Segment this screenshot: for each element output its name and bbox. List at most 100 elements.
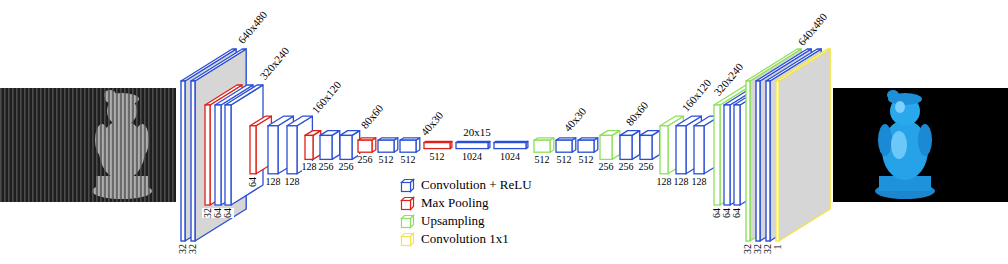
input-image xyxy=(0,88,176,202)
swatch-front xyxy=(402,236,411,245)
resolution-label: 80x60 xyxy=(623,99,650,128)
channel-count: 256 xyxy=(358,154,373,166)
layer-block xyxy=(424,141,452,148)
resolution-label: 80x60 xyxy=(358,102,385,131)
layer-front xyxy=(340,135,352,159)
layer-block xyxy=(534,138,554,152)
channel-count: 1024 xyxy=(500,151,520,163)
legend-text: Max Pooling xyxy=(421,195,489,211)
layer-front xyxy=(205,105,210,205)
layer-front xyxy=(776,81,779,241)
layer-block xyxy=(456,141,490,148)
channel-count: 128 xyxy=(674,176,689,188)
resolution-label: 640x480 xyxy=(235,9,269,46)
channel-count: 128 xyxy=(692,176,707,188)
layer-front xyxy=(746,81,750,241)
layer-front xyxy=(534,140,550,152)
layer-front xyxy=(724,105,730,205)
layer-top xyxy=(287,116,312,126)
layer-front xyxy=(250,126,256,174)
channel-count: 1024 xyxy=(462,151,482,163)
swatch-front xyxy=(402,182,411,191)
legend-text: Convolution + ReLU xyxy=(421,177,532,193)
layer-top xyxy=(620,131,640,136)
layer-top xyxy=(600,131,620,136)
channel-count: 512 xyxy=(401,154,416,166)
layer-side xyxy=(779,49,830,241)
layer-top xyxy=(191,49,246,81)
layer-block xyxy=(776,49,830,241)
layer-front xyxy=(424,143,450,149)
resolution-label: 320x240 xyxy=(257,45,291,82)
legend-text: Upsampling xyxy=(421,213,485,229)
legend-item: Max Pooling xyxy=(400,195,489,211)
layer-front xyxy=(494,143,526,149)
layer-front xyxy=(287,126,297,174)
layer-front xyxy=(556,140,572,152)
resolution-label: 40x30 xyxy=(561,105,588,134)
channel-count: 512 xyxy=(535,154,550,166)
channel-count: 256 xyxy=(599,161,614,173)
channel-count: 32 xyxy=(187,244,199,254)
layer-front xyxy=(191,81,195,241)
layer-top xyxy=(640,131,660,136)
layer-front xyxy=(268,126,278,174)
channel-count: 256 xyxy=(319,161,334,173)
layer-front xyxy=(620,135,632,159)
layer-front xyxy=(305,135,313,159)
channel-count: 512 xyxy=(379,154,394,166)
black-background xyxy=(833,88,1008,202)
layer-front xyxy=(215,105,221,205)
layer-block xyxy=(640,131,660,160)
layer-front xyxy=(734,105,740,205)
layer-front xyxy=(358,140,372,152)
channel-count: 1 xyxy=(772,244,784,249)
legend-text: Convolution 1x1 xyxy=(421,231,509,247)
layer-front xyxy=(378,140,394,152)
layer-front xyxy=(676,126,686,174)
channel-count: 256 xyxy=(619,161,634,173)
legend-item: Convolution + ReLU xyxy=(400,177,532,193)
layer-front xyxy=(714,105,720,205)
layer-top xyxy=(320,131,340,136)
resolution-label: 40x30 xyxy=(418,109,445,138)
layer-block xyxy=(320,131,340,160)
swatch-front xyxy=(402,200,411,209)
legend-item: Convolution 1x1 xyxy=(400,231,509,247)
statue-3d xyxy=(875,90,935,199)
channel-count: 64 xyxy=(731,208,743,218)
legend-item: Upsampling xyxy=(400,213,485,229)
channel-count: 256 xyxy=(639,161,654,173)
layer-block xyxy=(620,131,640,160)
layer-top xyxy=(225,85,263,105)
legend-swatch xyxy=(400,232,415,247)
layer-front xyxy=(320,135,332,159)
channel-count: 512 xyxy=(579,154,594,166)
layer-front xyxy=(694,126,704,174)
legend-swatch xyxy=(400,214,415,229)
statue-fringe xyxy=(92,90,152,199)
layer-block xyxy=(400,138,420,152)
resolution-label: 20x15 xyxy=(463,126,491,138)
layer-front xyxy=(756,81,760,241)
layer-front xyxy=(578,140,594,152)
layer-block xyxy=(378,138,398,152)
layer-front xyxy=(640,135,652,159)
layer-block xyxy=(358,138,376,152)
fringe-background xyxy=(0,88,176,202)
resolution-label: 160x120 xyxy=(309,79,343,116)
layer-front xyxy=(225,105,231,205)
swatch-front xyxy=(402,218,411,227)
layer-top xyxy=(305,131,321,136)
layer-front xyxy=(766,81,770,241)
channel-count: 512 xyxy=(557,154,572,166)
layer-top xyxy=(340,131,360,136)
layer-top xyxy=(776,49,830,81)
layer-front xyxy=(600,135,612,159)
channel-count: 64 xyxy=(222,208,234,218)
channel-count: 256 xyxy=(339,161,354,173)
resolution-label: 640x480 xyxy=(795,11,829,48)
